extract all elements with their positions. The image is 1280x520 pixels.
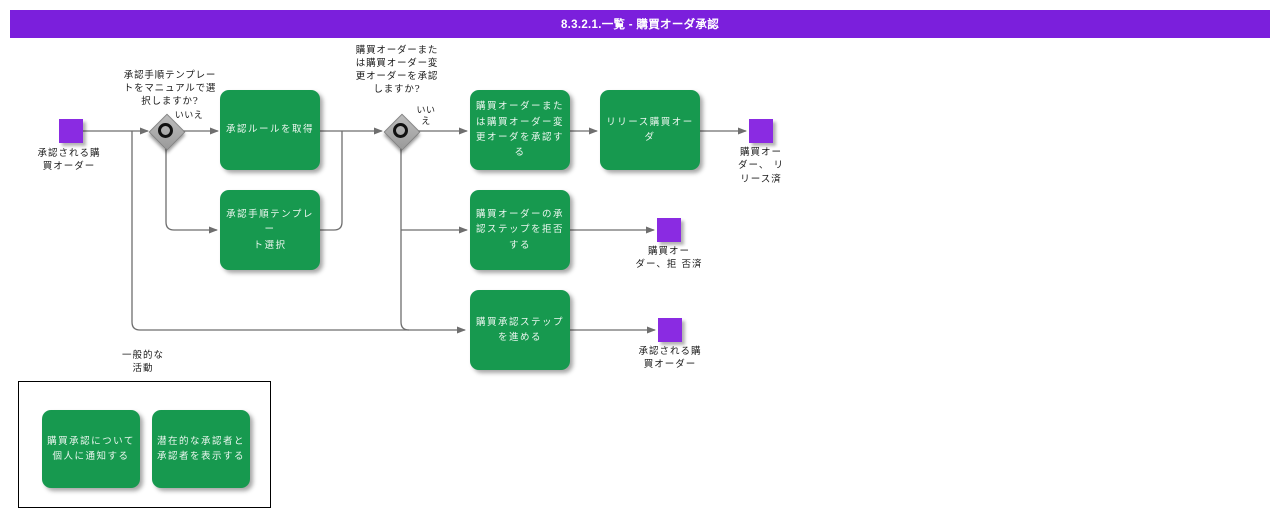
end-event-approved-square[interactable]	[658, 318, 682, 342]
end-event-released-square[interactable]	[749, 119, 773, 143]
gateway2-no-label: いい え	[416, 106, 436, 128]
end-event-rejected-square[interactable]	[657, 218, 681, 242]
activity-release-purchase-order[interactable]: リリース購買オー ダ	[600, 90, 700, 170]
legend-title: 一般的な 活動	[121, 350, 164, 375]
end-event-approved-label: 承認される購 買オーダー	[638, 346, 702, 371]
gateway1-question: 承認手順テンプレー トをマニュアルで選 択しますか?	[123, 70, 217, 108]
activity-advance-approval-step[interactable]: 購買承認ステップ を進める	[470, 290, 570, 370]
activity-select-approval-template[interactable]: 承認手順テンプレー ト選択	[220, 190, 320, 270]
gateway2-question: 購買オーダーまた は購買オーダー変 更オーダーを承認 しますか?	[355, 45, 439, 96]
connector-gateway1-to-select-template	[165, 148, 218, 234]
legend-activity-display-approvers[interactable]: 潜在的な承認者と 承認者を表示する	[152, 410, 250, 488]
connector-select-template-return	[320, 131, 343, 231]
activity-approve-purchase-order[interactable]: 購買オーダーまた は購買オーダー変 更オーダを承認す る	[470, 90, 570, 170]
header-banner: 8.3.2.1.一覧 - 購買オーダ承認	[10, 10, 1270, 38]
end-event-rejected-label: 購買オー ダー、拒 否済	[635, 246, 703, 271]
gateway1-ring-icon	[158, 123, 173, 138]
legend-activity-notify-individual[interactable]: 購買承認について 個人に通知する	[42, 410, 140, 488]
start-event-square[interactable]	[59, 119, 83, 143]
end-event-released-label: 購買オー ダー、 リ リース済	[738, 147, 784, 185]
page-title: 8.3.2.1.一覧 - 購買オーダ承認	[560, 19, 720, 31]
connector-start-branch-to-advance	[131, 131, 466, 334]
start-event-label: 承認される購 買オーダー	[37, 148, 101, 173]
gateway2-ring-icon	[393, 123, 408, 138]
activity-get-approval-rules[interactable]: 承認ルールを取得	[220, 90, 320, 170]
gateway1-no-label: いいえ	[174, 111, 204, 121]
activity-reject-approval-step[interactable]: 購買オーダーの承 認ステップを拒否 する	[470, 190, 570, 270]
connector-gateway2-down	[400, 148, 410, 331]
